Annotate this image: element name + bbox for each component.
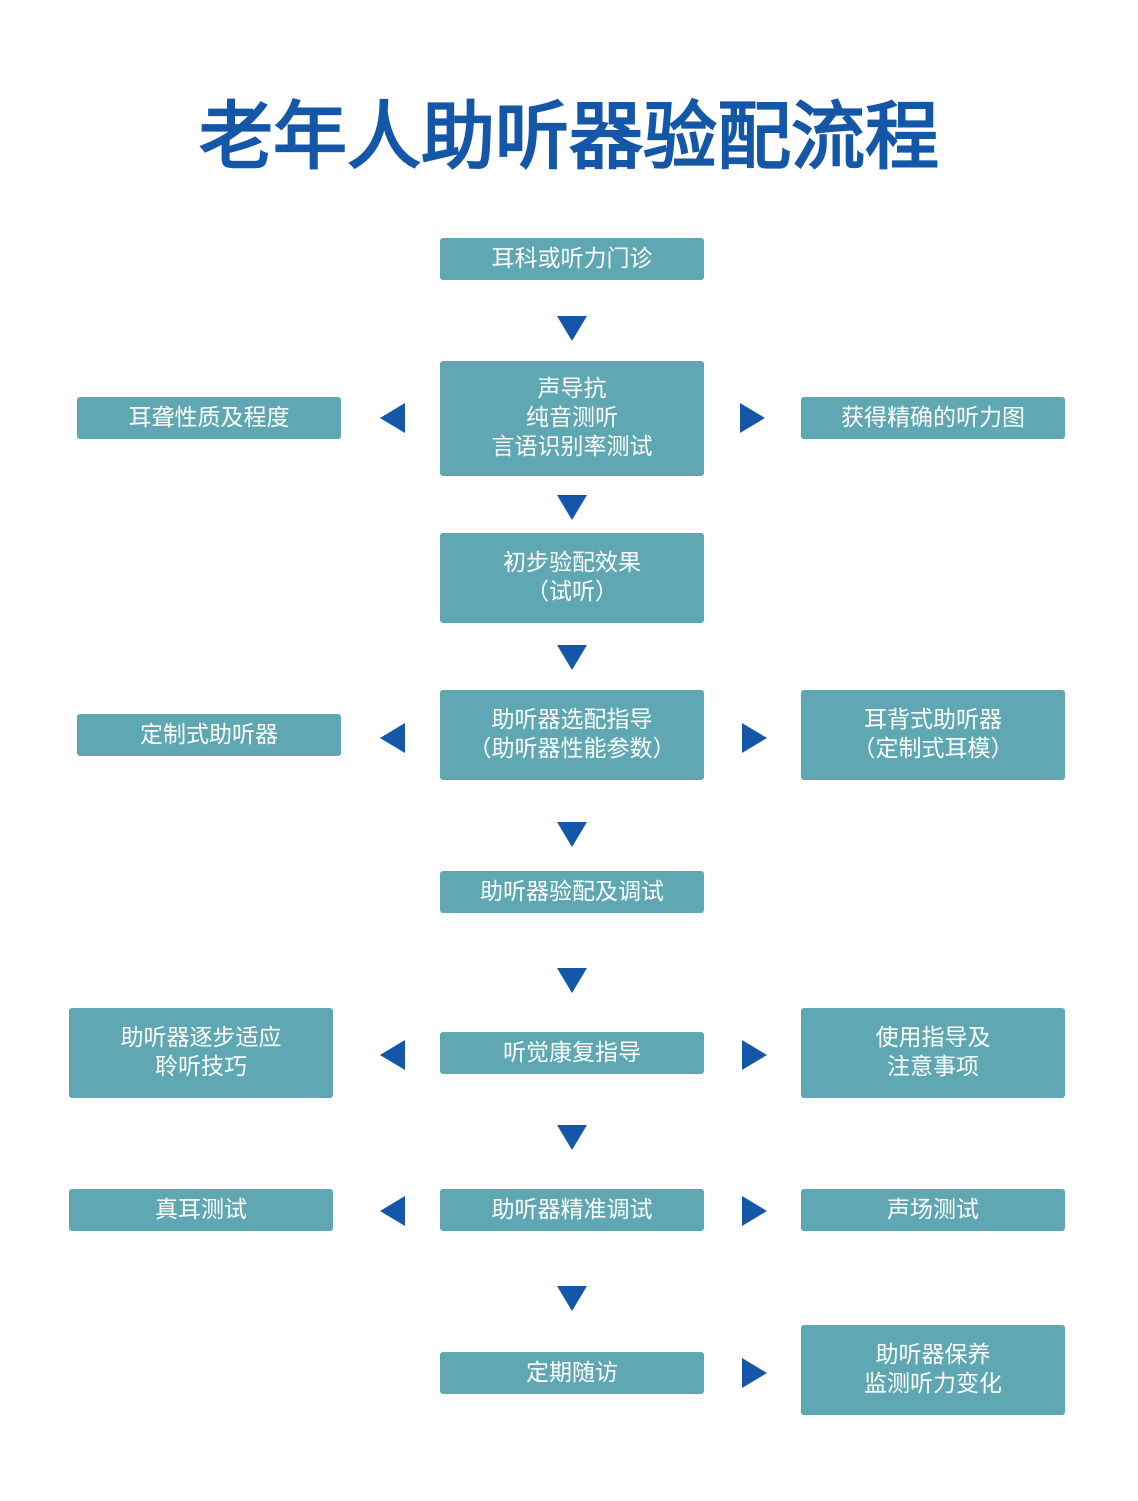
node-maintenance-line-2: 监测听力变化 [864,1371,1002,1397]
arrow-down-clinic-to-tests [557,316,587,341]
node-audiogram-line-1: 获得精确的听力图 [841,404,1025,431]
node-clinic: 耳科或听力门诊 [440,238,704,280]
node-bte: 耳背式助听器 （定制式耳模） [801,690,1065,780]
node-selection: 助听器选配指导 （助听器性能参数） [440,690,704,780]
node-clinic-line-1: 耳科或听力门诊 [491,245,653,272]
node-deafness-line-1: 耳聋性质及程度 [128,404,290,431]
arrow-right-rehab-to-usage [742,1040,767,1070]
node-maintenance: 助听器保养 监测听力变化 [801,1325,1065,1415]
node-rehab: 听觉康复指导 [440,1032,704,1074]
node-trial-line-2: （试听） [526,579,618,605]
arrow-left-selection-to-custom [380,723,405,753]
node-trial: 初步验配效果 （试听） [440,533,704,623]
node-usage-line-1: 使用指导及 [875,1025,991,1051]
node-tests: 声导抗 纯音测听 言语识别率测试 [440,361,704,476]
node-tests-line-3: 言语识别率测试 [491,434,653,460]
node-real-ear: 真耳测试 [69,1189,333,1231]
node-trial-line-1: 初步验配效果 [503,550,641,576]
arrow-right-tests-to-audiogram [740,403,765,433]
arrow-down-rehab-to-fine-tune [557,1125,587,1150]
node-sound-field: 声场测试 [801,1189,1065,1231]
node-custom: 定制式助听器 [77,714,341,756]
node-fine-tune: 助听器精准调试 [440,1189,704,1231]
node-follow-up-line-1: 定期随访 [526,1359,618,1386]
arrow-down-tests-to-trial [557,495,587,520]
node-usage-line-2: 注意事项 [887,1054,979,1080]
node-usage: 使用指导及 注意事项 [801,1008,1065,1098]
node-tests-line-2: 纯音测听 [526,405,618,431]
node-tests-line-1: 声导抗 [537,376,607,402]
node-audiogram: 获得精确的听力图 [801,397,1065,439]
arrow-right-fine-tune-to-sound-field [742,1196,767,1226]
node-sound-field-line-1: 声场测试 [887,1196,979,1223]
node-custom-line-1: 定制式助听器 [140,721,278,748]
node-bte-line-2: （定制式耳模） [852,736,1014,762]
arrow-left-rehab-to-adapt [380,1040,405,1070]
node-fitting-line-1: 助听器验配及调试 [480,878,664,905]
arrow-right-selection-to-bte [742,723,767,753]
node-follow-up: 定期随访 [440,1352,704,1394]
node-adapt: 助听器逐步适应 聆听技巧 [69,1008,333,1098]
node-deafness: 耳聋性质及程度 [77,397,341,439]
node-adapt-line-1: 助听器逐步适应 [120,1025,282,1051]
arrow-left-tests-to-deafness [380,403,405,433]
node-rehab-line-1: 听觉康复指导 [503,1039,641,1066]
arrow-down-fitting-to-rehab [557,968,587,993]
arrow-left-fine-tune-to-real-ear [380,1196,405,1226]
node-selection-line-2: （助听器性能参数） [468,736,676,762]
node-real-ear-line-1: 真耳测试 [155,1196,247,1223]
node-maintenance-line-1: 助听器保养 [875,1342,991,1368]
node-bte-line-1: 耳背式助听器 [864,707,1002,733]
arrow-down-trial-to-selection [557,645,587,670]
node-adapt-line-2: 聆听技巧 [155,1054,247,1080]
arrow-down-selection-to-fitting [557,822,587,847]
arrow-right-follow-up-to-maintenance [742,1358,767,1388]
diagram-title: 老年人助听器验配流程 [199,94,939,180]
node-selection-line-1: 助听器选配指导 [491,707,653,733]
node-fine-tune-line-1: 助听器精准调试 [491,1196,653,1223]
node-fitting: 助听器验配及调试 [440,871,704,913]
arrow-down-fine-tune-to-follow-up [557,1286,587,1311]
